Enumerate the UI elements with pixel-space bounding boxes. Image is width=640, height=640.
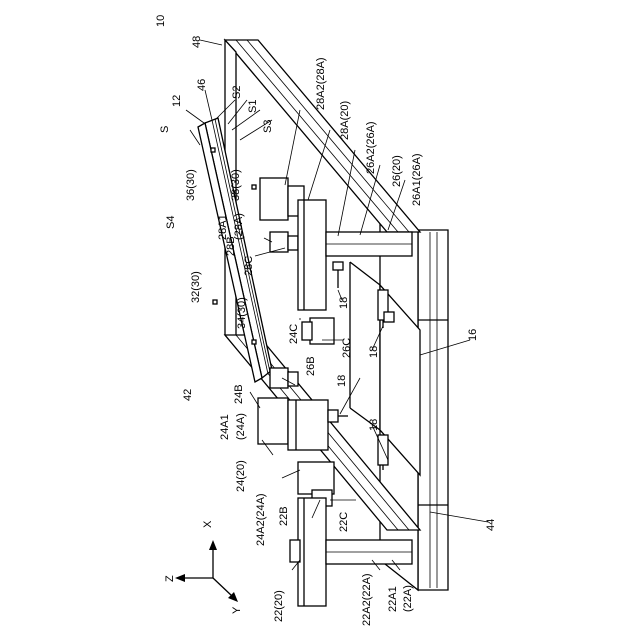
label-22-20: 22(20)	[273, 590, 285, 622]
label-48: 48	[191, 36, 203, 48]
label-22b: 22B	[278, 506, 290, 526]
label-26-20: 26(20)	[391, 155, 403, 187]
label-18-d: 18	[368, 419, 380, 431]
label-24a1: 24A1	[219, 414, 231, 440]
label-24-20: 24(20)	[235, 460, 247, 492]
label-46: 46	[196, 79, 208, 91]
label-22a2-22a: 22A2(22A)	[361, 573, 373, 626]
label-24a-paren: (24A)	[235, 413, 247, 440]
label-44: 44	[485, 519, 497, 531]
axis-z-label: Z	[164, 575, 176, 582]
label-26a1-26a: 26A1(26A)	[411, 153, 423, 206]
label-18-a: 18	[338, 297, 350, 309]
label-12: 12	[171, 95, 183, 107]
axis-y-label: Y	[231, 606, 243, 614]
axis-x-label: X	[202, 520, 214, 528]
label-24b: 24B	[233, 384, 245, 404]
label-s3: S3	[262, 120, 274, 133]
label-16: 16	[467, 329, 479, 341]
label-28a2-28a: 28A2(28A)	[315, 57, 327, 110]
label-22a-paren: (22A)	[402, 585, 414, 612]
label-26c: 26C	[341, 338, 353, 358]
label-28a-paren: (28A)	[233, 213, 245, 240]
label-42: 42	[182, 389, 194, 401]
label-s: S	[159, 126, 171, 133]
label-32-30: 32(30)	[190, 271, 202, 303]
axis-indicator: X Z Y	[164, 520, 243, 614]
label-s1: S1	[247, 100, 259, 113]
label-22c: 22C	[338, 512, 350, 532]
label-28c: 28C	[243, 256, 255, 276]
label-24c: 24C	[288, 324, 300, 344]
label-18-c: 18	[336, 375, 348, 387]
label-28a-20: 28A(20)	[339, 101, 351, 140]
label-18-b: 18	[368, 346, 380, 358]
label-36-30: 36(30)	[185, 169, 197, 201]
label-s4: S4	[165, 216, 177, 229]
label-22a1: 22A1	[387, 586, 399, 612]
label-28a1: 28A1	[217, 214, 229, 240]
label-26b: 26B	[305, 356, 317, 376]
label-10: 10	[155, 15, 167, 27]
label-28b: 28B	[225, 236, 237, 256]
label-34-30: 34(30)	[236, 297, 248, 329]
label-24a2-24a: 24A2(24A)	[255, 493, 267, 546]
label-s2: S2	[231, 86, 243, 99]
label-26a2-26a: 26A2(26A)	[365, 121, 377, 174]
label-38-30: 38(30)	[230, 169, 242, 201]
